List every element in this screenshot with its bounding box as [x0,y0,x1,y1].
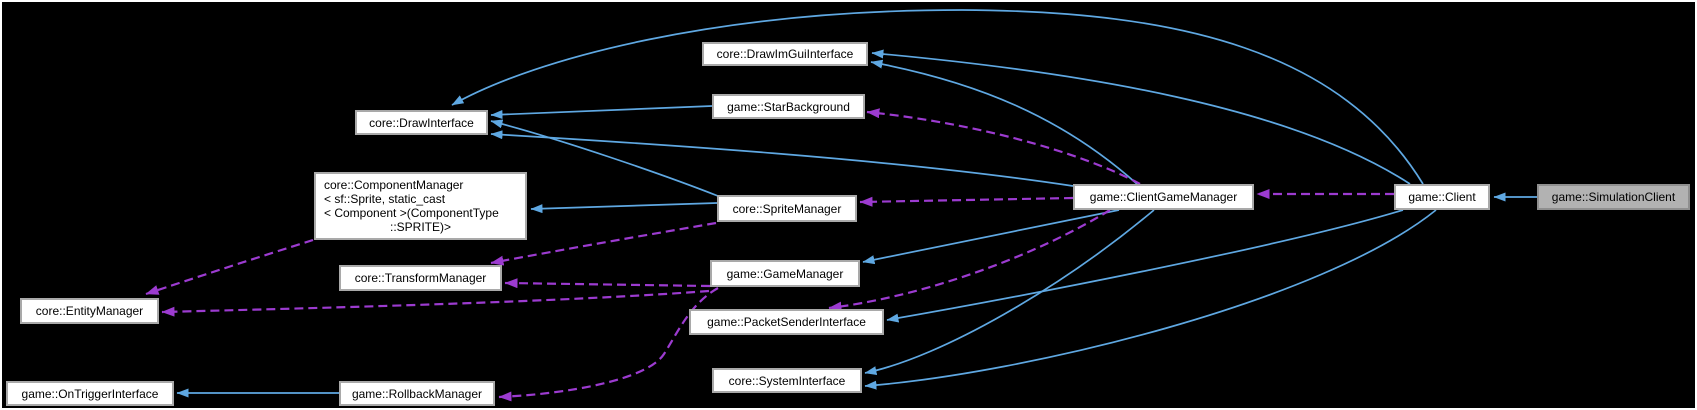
node-game-starbackground[interactable]: game::StarBackground [712,94,865,119]
node-label: < sf::Sprite, static_cast [324,192,446,206]
node-game-clientgamemanager[interactable]: game::ClientGameManager [1073,184,1254,210]
edge-game-client-to-core-systeminterface [864,209,1437,390]
edge-core-spritemanager-to-core-componentmanager [530,202,718,214]
node-label: game::SimulationClient [1551,190,1676,204]
edge-game-clientgamemanager-to-core-drawimguiinterface [870,59,1138,185]
edge-game-client-to-core-drawimguiinterface [871,49,1411,185]
node-game-packetsenderinterface[interactable]: game::PacketSenderInterface [689,309,884,335]
node-core-spritemanager[interactable]: core::SpriteManager [717,195,857,222]
edge-game-clientgamemanager-to-game-packetsenderinterface [828,209,1111,312]
node-core-componentmanager[interactable]: core::ComponentManager< sf::Sprite, stat… [314,172,527,240]
node-label: < Component >(ComponentType [324,206,499,220]
edge-core-componentmanager-to-core-entitymanager [145,238,314,296]
node-label: core::ComponentManager [324,178,464,192]
edge-game-gamemanager-to-game-rollbackmanager [498,287,719,402]
edge-game-clientgamemanager-to-core-drawinterface [490,130,1074,187]
node-label: ::SPRITE)> [389,220,451,234]
node-game-gamemanager[interactable]: game::GameManager [710,260,860,287]
edge-core-spritemanager-to-core-transformmanager [490,221,717,266]
node-core-drawinterface[interactable]: core::DrawInterface [355,110,488,135]
edge-game-client-to-core-drawinterface [451,9,1424,185]
edge-game-clientgamemanager-to-game-starbackground [866,108,1141,185]
node-label: core::SystemInterface [728,373,846,388]
node-game-rollbackmanager[interactable]: game::RollbackManager [339,381,495,406]
edge-game-clientgamemanager-to-core-systeminterface [864,209,1155,376]
node-core-entitymanager[interactable]: core::EntityManager [20,298,159,324]
node-game-simulationclient: game::SimulationClient [1537,184,1690,210]
node-label: core::DrawInterface [369,115,474,130]
edge-game-starbackground-to-core-drawinterface [490,105,713,120]
node-core-drawimguiinterface[interactable]: core::DrawImGuiInterface [702,42,868,66]
node-game-ontriggerinterface[interactable]: game::OnTriggerInterface [6,381,174,406]
edge-game-clientgamemanager-to-game-gamemanager [862,209,1120,265]
node-label: game::Client [1408,190,1476,204]
node-label: game::RollbackManager [351,386,483,401]
node-label: game::GameManager [726,266,844,281]
edge-game-client-to-game-packetsenderinterface [886,209,1404,323]
node-game-client[interactable]: game::Client [1394,184,1490,210]
node-label: core::DrawImGuiInterface [716,47,854,61]
edge-game-gamemanager-to-core-entitymanager [161,289,710,317]
node-label: game::OnTriggerInterface [21,386,159,401]
edge-game-gamemanager-to-core-transformmanager [504,278,711,289]
node-core-transformmanager[interactable]: core::TransformManager [339,265,502,291]
node-label: game::ClientGameManager [1089,190,1238,204]
edge-game-clientgamemanager-to-core-spritemanager [859,196,1074,207]
node-label: core::TransformManager [354,271,487,285]
node-label: core::EntityManager [35,304,144,318]
node-label: game::StarBackground [727,99,850,114]
node-label: game::PacketSenderInterface [707,315,866,329]
node-label: core::SpriteManager [732,201,842,216]
node-core-systeminterface[interactable]: core::SystemInterface [712,368,862,393]
edge-core-spritemanager-to-core-drawinterface [490,119,719,197]
